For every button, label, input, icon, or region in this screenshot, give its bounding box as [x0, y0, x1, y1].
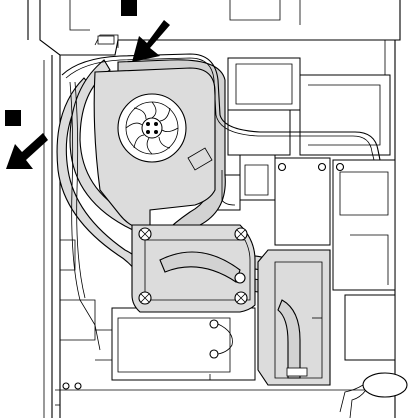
fan-assembly	[94, 68, 215, 230]
arrow-down-left-icon	[132, 20, 170, 62]
callout-left	[5, 110, 48, 169]
callout-top	[121, 0, 170, 62]
heat-exchanger	[258, 250, 330, 385]
coin-battery	[340, 373, 407, 418]
card-module	[112, 308, 255, 380]
black-square-marker-icon	[5, 110, 21, 126]
heatsink-plate	[132, 225, 255, 312]
black-square-marker-icon	[121, 0, 137, 16]
arrow-down-left-icon	[6, 133, 48, 169]
